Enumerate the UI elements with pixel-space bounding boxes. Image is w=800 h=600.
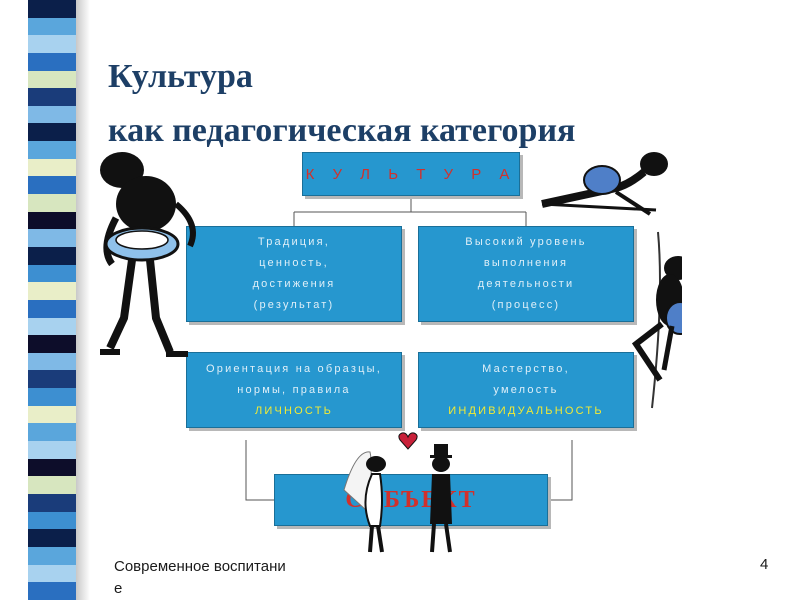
side-stripe-shadow — [76, 0, 90, 600]
orientation-line-1: Ориентация на образцы, — [206, 362, 382, 375]
footer-text: Современное воспитани е — [114, 556, 354, 600]
skill-highlight: ИНДИВИДУАЛЬНОСТЬ — [448, 404, 604, 417]
slide-title-line-1: Культура — [108, 58, 253, 95]
culture-label: К У Л Ь Т У Р А — [305, 165, 517, 183]
stripe-band — [28, 388, 76, 406]
skill-line-1: Мастерство, — [482, 362, 570, 375]
stripe-band — [28, 35, 76, 53]
stripe-band — [28, 458, 76, 477]
stripe-band — [28, 141, 76, 159]
tradition-line-1: Традиция, — [257, 236, 331, 248]
stripe-band — [28, 423, 76, 442]
stripe-band — [28, 211, 76, 230]
wedding-couple-icon — [343, 444, 452, 553]
stripe-band — [28, 70, 76, 89]
orientation-line-2: нормы, правила — [237, 383, 351, 396]
stripe-band — [28, 370, 76, 389]
tradition-line-4: (результат) — [253, 299, 335, 311]
stripe-band — [28, 282, 76, 300]
skill-box: Мастерство, умелость ИНДИВИДУАЛЬНОСТЬ — [418, 352, 634, 428]
culture-box: К У Л Ь Т У Р А — [302, 152, 520, 196]
stripe-band — [28, 476, 76, 494]
stripe-band — [28, 529, 76, 547]
stripe-band — [28, 352, 76, 371]
stripe-band — [28, 123, 76, 142]
page-number: 4 — [760, 556, 769, 573]
stripe-band — [28, 299, 76, 318]
mastery-level-line-2: выполнения — [483, 257, 569, 269]
mastery-level-box: Высокий уровень выполнения деятельности … — [418, 226, 634, 322]
stripe-band — [28, 176, 76, 195]
stripe-band — [28, 264, 76, 283]
heart-icon — [398, 432, 418, 450]
tradition-line-3: достижения — [252, 278, 336, 290]
stripe-band — [28, 17, 76, 36]
stripe-band — [28, 229, 76, 247]
stripe-band — [28, 546, 76, 565]
stripe-band — [28, 335, 76, 353]
footer-line-2: е — [114, 580, 123, 597]
stripe-band — [28, 564, 76, 583]
climbing-figures-icon — [541, 152, 682, 409]
mastery-level-line-3: деятельности — [477, 278, 575, 290]
footer-line-1: Современное воспитани — [114, 558, 286, 575]
stripe-band — [28, 158, 76, 177]
side-stripe-decoration — [28, 0, 76, 600]
tradition-box: Традиция, ценность, достижения (результа… — [186, 226, 402, 322]
stripe-band — [28, 441, 76, 459]
mastery-level-line-4: (процесс) — [491, 299, 561, 311]
stripe-band — [28, 582, 76, 600]
stripe-band — [28, 88, 76, 106]
stripe-band — [28, 493, 76, 512]
stripe-band — [28, 105, 76, 124]
stripe-band — [28, 405, 76, 424]
stripe-band — [28, 194, 76, 212]
skill-line-2: умелость — [493, 383, 559, 396]
stripe-band — [28, 511, 76, 530]
stripe-band — [28, 0, 76, 18]
orientation-box: Ориентация на образцы, нормы, правила ЛИ… — [186, 352, 402, 428]
tradition-line-2: ценность, — [259, 257, 329, 269]
stripe-band — [28, 317, 76, 336]
mastery-level-line-1: Высокий уровень — [465, 236, 587, 248]
stripe-band — [28, 246, 76, 265]
orientation-highlight: ЛИЧНОСТЬ — [254, 404, 334, 417]
slide-title-line-2: как педагогическая категория — [108, 112, 576, 149]
slide-title: Культура как педагогическая категория — [108, 50, 575, 158]
figure-carrying-bowl-icon — [100, 152, 196, 357]
stripe-band — [28, 52, 76, 71]
